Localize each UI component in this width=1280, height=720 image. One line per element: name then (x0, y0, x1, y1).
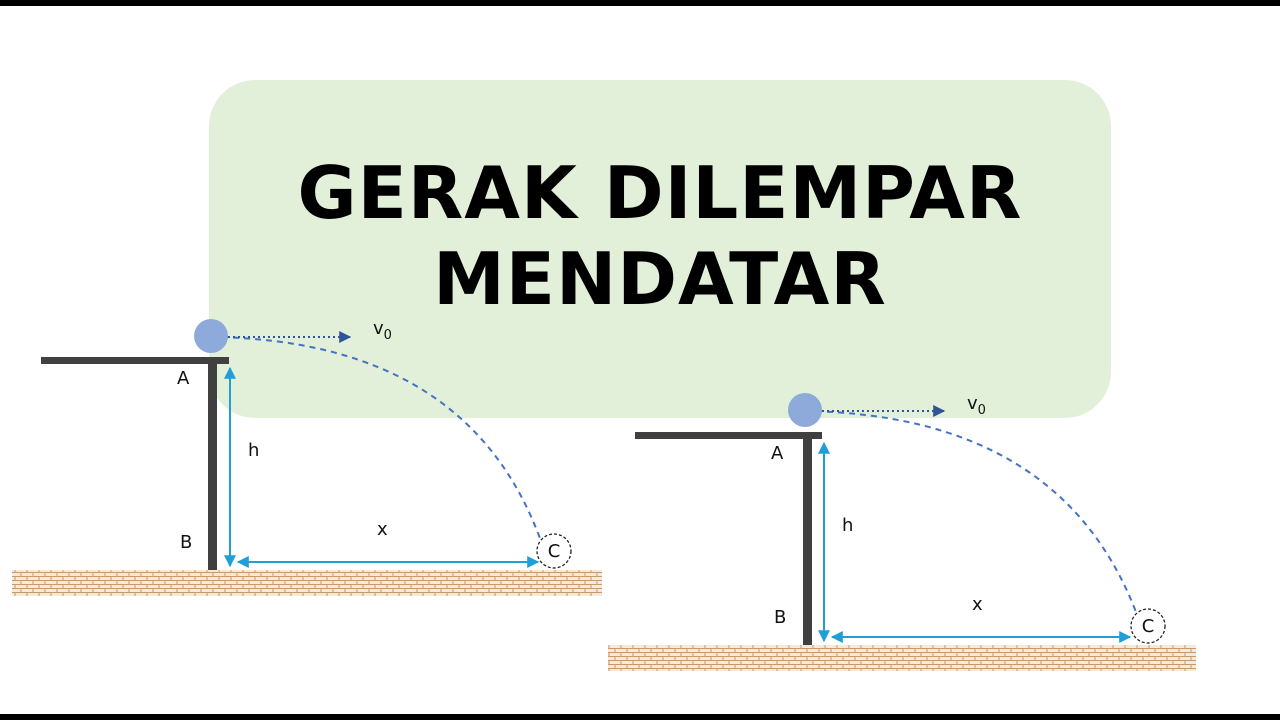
landing-point-icon (1130, 608, 1166, 644)
bottom-border (0, 714, 1280, 720)
label-c: C (548, 541, 561, 562)
label-x: x (972, 594, 983, 615)
label-v0: v0 (373, 318, 392, 343)
label-v-sub: 0 (978, 403, 986, 418)
diagram-left: C v0 A h B x (12, 318, 602, 596)
label-a: A (771, 443, 784, 464)
label-b: B (180, 532, 192, 553)
label-c: C (1142, 616, 1155, 637)
cliff-wall (803, 432, 812, 645)
title-line-1: GERAK DILEMPAR (297, 151, 1023, 235)
ground-texture (12, 570, 602, 596)
ball-icon (194, 319, 228, 353)
trajectory-path (804, 410, 1137, 613)
cliff-top (635, 432, 822, 439)
ground-texture (608, 645, 1196, 671)
page-title: GERAK DILEMPAR MENDATAR (209, 150, 1111, 322)
label-b: B (774, 607, 786, 628)
title-banner (209, 80, 1111, 418)
label-v: v (967, 393, 978, 414)
label-v-sub: 0 (384, 328, 392, 343)
label-h: h (842, 515, 853, 536)
label-a: A (177, 368, 190, 389)
label-h: h (248, 440, 259, 461)
cliff-top (41, 357, 229, 364)
label-v0: v0 (967, 393, 986, 418)
landing-point-icon (536, 533, 572, 569)
ball-icon (788, 393, 822, 427)
cliff-wall (208, 357, 217, 570)
top-border (0, 0, 1280, 6)
label-v: v (373, 318, 384, 339)
title-line-2: MENDATAR (433, 237, 887, 321)
label-x: x (377, 519, 388, 540)
diagram-right: C v0 A h B x (608, 393, 1196, 671)
trajectory-path (210, 336, 543, 545)
